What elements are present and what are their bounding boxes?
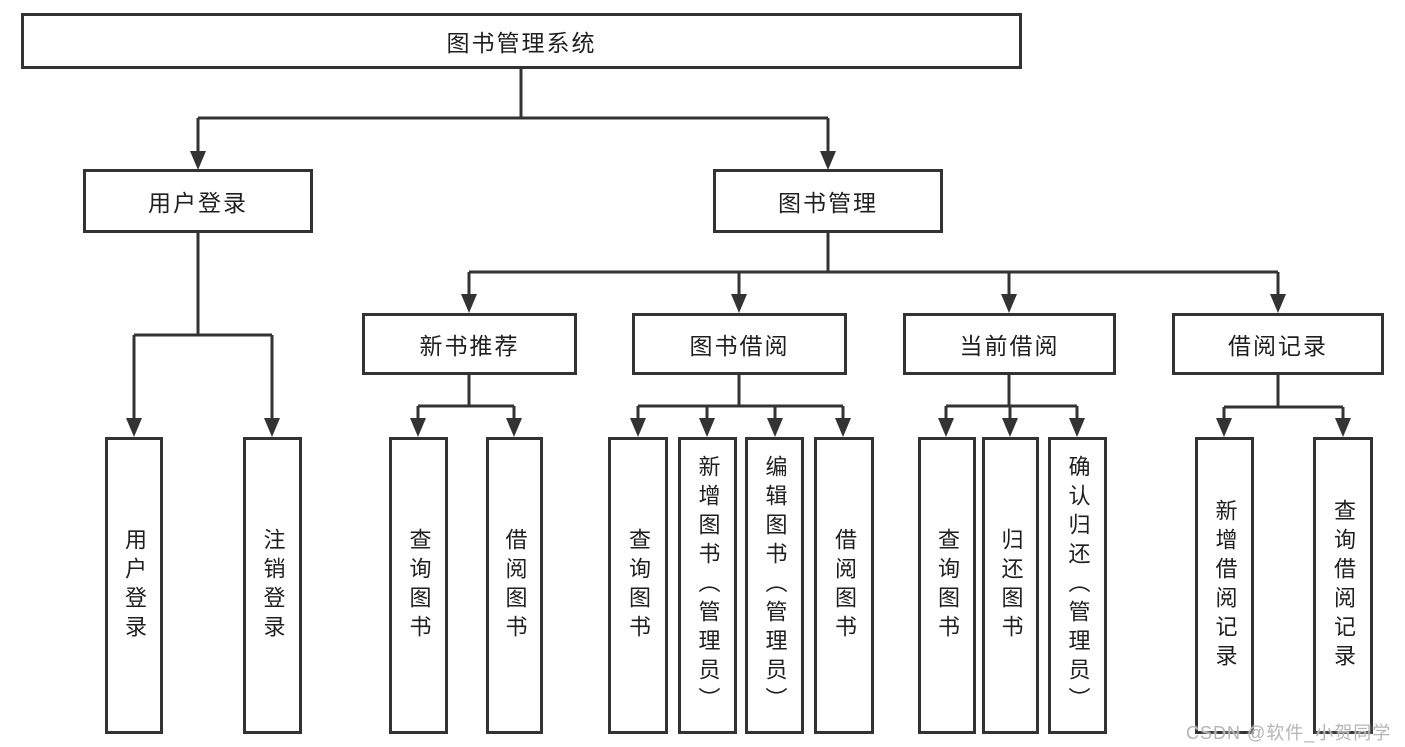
leaf-return-book-label: 归还图书 bbox=[998, 527, 1024, 644]
leaf-return-book: 归还图书 bbox=[982, 437, 1039, 734]
leaf-edit-book-admin: 编辑图书（管理员） bbox=[745, 437, 804, 734]
node-book-borrow: 图书借阅 bbox=[632, 313, 847, 375]
arrowheads bbox=[126, 151, 1351, 437]
leaf-add-book-admin-label: 新增图书（管理员） bbox=[695, 455, 721, 716]
leaf-logout: 注销登录 bbox=[243, 437, 302, 734]
watermark: CSDN @软件_小贺同学 bbox=[1186, 723, 1392, 743]
node-book-borrow-label: 图书借阅 bbox=[689, 333, 790, 359]
leaf-confirm-return-admin-label: 确认归还（管理员） bbox=[1065, 455, 1091, 716]
leaf-recommend-query-book-label: 查询图书 bbox=[406, 527, 432, 644]
leaf-current-query-book-label: 查询图书 bbox=[935, 527, 960, 644]
node-borrow-records: 借阅记录 bbox=[1172, 313, 1384, 375]
node-current-borrow-label: 当前借阅 bbox=[959, 333, 1060, 359]
node-root-label: 图书管理系统 bbox=[446, 30, 597, 56]
leaf-query-borrow-record-label: 查询借阅记录 bbox=[1331, 498, 1356, 673]
node-user-login: 用户登录 bbox=[83, 169, 313, 233]
node-current-borrow: 当前借阅 bbox=[903, 313, 1116, 375]
node-book-management-label: 图书管理 bbox=[778, 190, 878, 216]
node-new-book-recommend: 新书推荐 bbox=[362, 313, 577, 375]
leaf-add-book-admin: 新增图书（管理员） bbox=[678, 437, 737, 734]
node-user-login-label: 用户登录 bbox=[148, 190, 248, 216]
leaf-borrow-book: 借阅图书 bbox=[814, 437, 874, 734]
leaf-borrow-query-book: 查询图书 bbox=[608, 437, 668, 734]
leaf-recommend-borrow-book: 借阅图书 bbox=[486, 437, 543, 734]
leaf-user-login-label: 用户登录 bbox=[122, 527, 147, 644]
leaf-recommend-query-book: 查询图书 bbox=[389, 437, 448, 734]
leaf-current-query-book: 查询图书 bbox=[918, 437, 976, 734]
node-new-book-recommend-label: 新书推荐 bbox=[419, 333, 520, 359]
leaf-borrow-book-label: 借阅图书 bbox=[832, 527, 857, 644]
node-root: 图书管理系统 bbox=[21, 13, 1022, 69]
leaf-logout-label: 注销登录 bbox=[260, 527, 286, 644]
leaf-borrow-query-book-label: 查询图书 bbox=[626, 527, 651, 644]
node-book-management: 图书管理 bbox=[713, 169, 943, 233]
leaf-add-borrow-record: 新增借阅记录 bbox=[1195, 437, 1254, 734]
leaf-edit-book-admin-label: 编辑图书（管理员） bbox=[762, 455, 788, 716]
leaf-user-login: 用户登录 bbox=[105, 437, 163, 734]
node-borrow-records-label: 借阅记录 bbox=[1228, 333, 1328, 359]
leaf-add-borrow-record-label: 新增借阅记录 bbox=[1212, 498, 1238, 673]
leaf-recommend-borrow-book-label: 借阅图书 bbox=[502, 527, 528, 644]
tree-edges bbox=[132, 69, 1345, 422]
leaf-query-borrow-record: 查询借阅记录 bbox=[1313, 437, 1373, 734]
leaf-confirm-return-admin: 确认归还（管理员） bbox=[1048, 437, 1107, 734]
